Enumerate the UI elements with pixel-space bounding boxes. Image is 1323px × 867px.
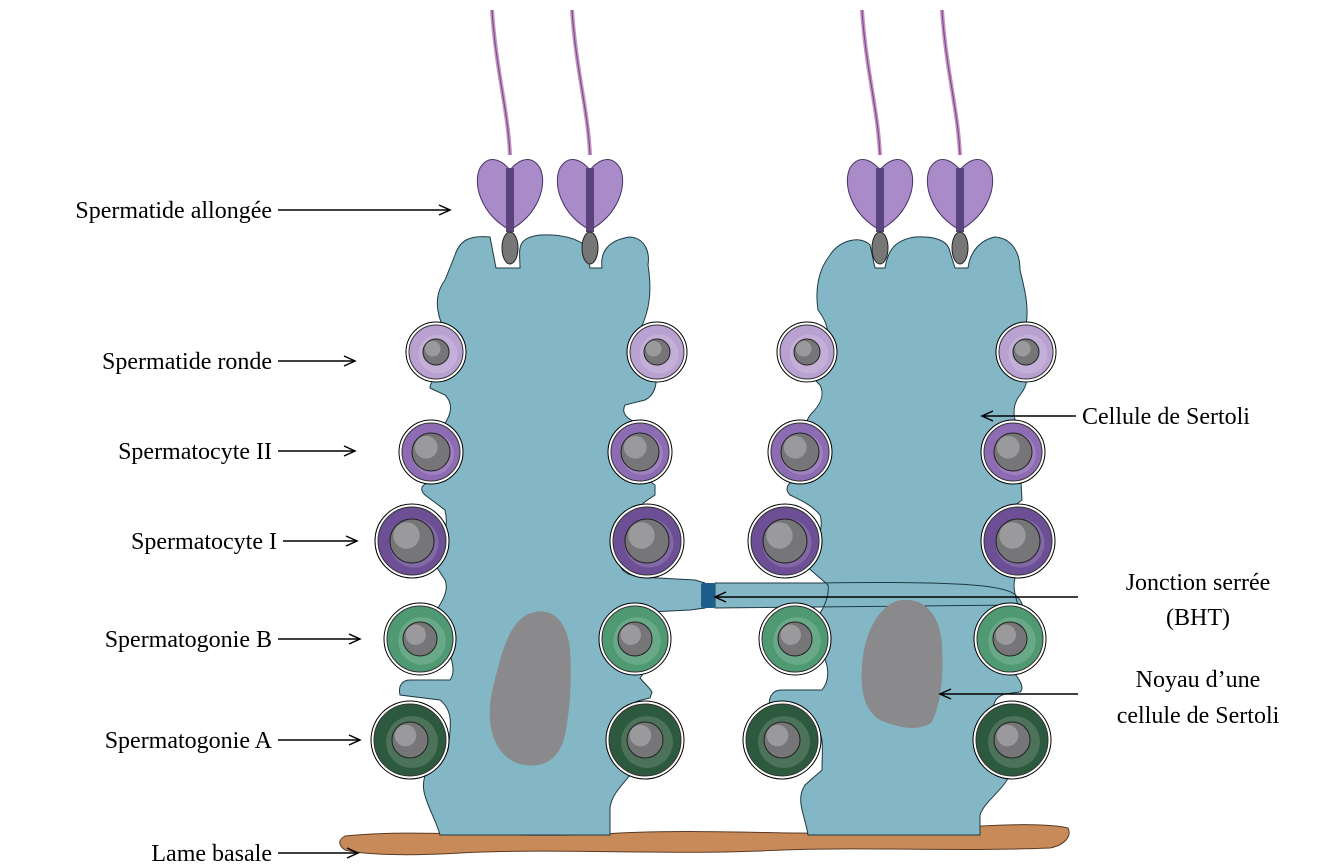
spermatocyte-ii-1	[399, 420, 463, 484]
spermatogonia-b-4	[974, 603, 1046, 675]
label-spermatocyte-ii: Spermatocyte II	[118, 439, 272, 465]
label-noyau-line1: Noyau d’une	[1136, 667, 1261, 693]
spermatid-round-4	[996, 322, 1056, 382]
spermatocyte-i-3	[748, 504, 822, 578]
elongated-spermatid-2	[557, 10, 622, 264]
elongated-spermatid-4	[927, 10, 992, 264]
label-spermatogonie-a: Spermatogonie A	[105, 728, 273, 754]
label-spermatide-ronde: Spermatide ronde	[102, 349, 272, 375]
label-spermatocyte-i: Spermatocyte I	[131, 529, 277, 555]
label-jonction-bht: (BHT)	[1166, 605, 1230, 631]
spermatid-round-1	[406, 322, 466, 382]
spermatogonia-a-2	[606, 701, 684, 779]
label-spermatide-allongee: Spermatide allongée	[75, 198, 272, 224]
spermatogonia-a-3	[743, 701, 821, 779]
spermatocyte-ii-4	[981, 420, 1045, 484]
label-lame-basale: Lame basale	[151, 841, 272, 867]
spermatocyte-ii-2	[608, 420, 672, 484]
spermatid-round-3	[777, 322, 837, 382]
spermatocyte-i-2	[610, 504, 684, 578]
spermatocyte-i-1	[375, 504, 449, 578]
spermatocyte-i-4	[981, 504, 1055, 578]
spermatogonia-b-3	[759, 603, 831, 675]
spermatogonia-a-1	[371, 701, 449, 779]
spermatogonia-b-2	[599, 603, 671, 675]
label-jonction-serree: Jonction serrée	[1126, 570, 1271, 596]
spermatid-round-2	[627, 322, 687, 382]
spermatocyte-ii-3	[768, 420, 832, 484]
label-cellule-sertoli: Cellule de Sertoli	[1082, 404, 1250, 430]
tight-junction	[701, 583, 715, 608]
elongated-spermatid-3	[847, 10, 912, 264]
spermatogonia-b-1	[384, 603, 456, 675]
elongated-spermatid-1	[477, 10, 542, 264]
label-noyau-line2: cellule de Sertoli	[1117, 703, 1280, 729]
spermatogonia-a-4	[973, 701, 1051, 779]
label-spermatogonie-b: Spermatogonie B	[105, 627, 272, 653]
